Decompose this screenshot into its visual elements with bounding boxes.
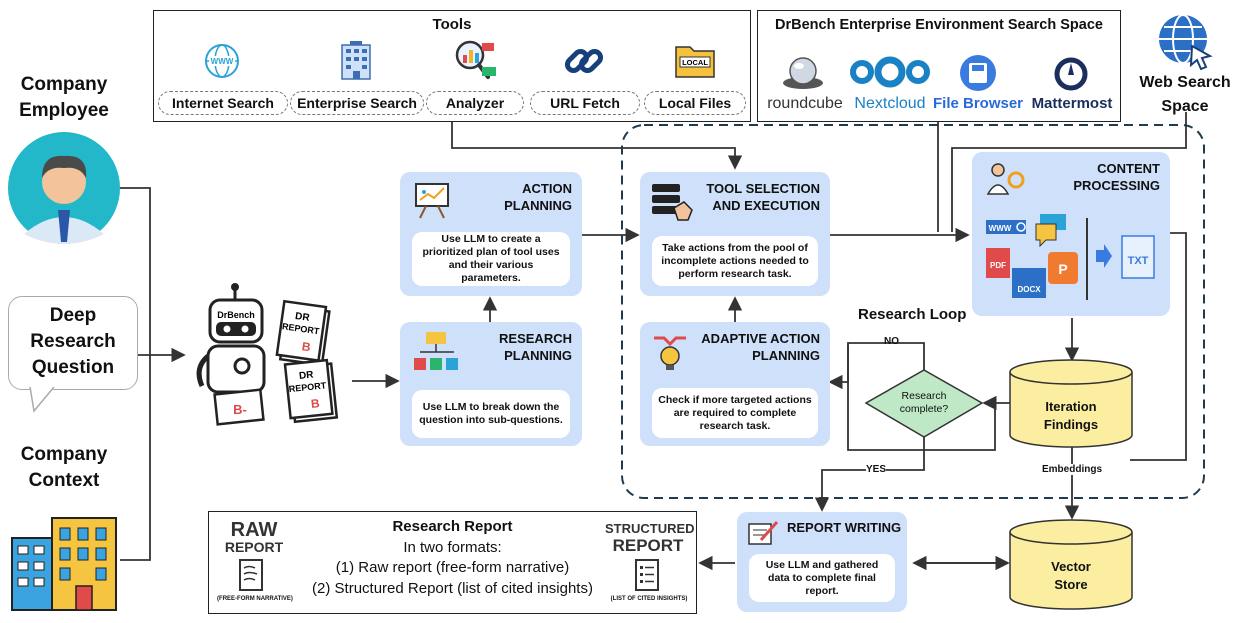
raw-report-caption: (FREE-FORM NARRATIVE) (217, 596, 293, 602)
svg-text:DOCX: DOCX (1017, 285, 1041, 294)
file-browser-logo-icon (960, 55, 996, 91)
report-line-1: (1) Raw report (free-form narrative) (335, 559, 570, 576)
tool-local-files[interactable]: Local Files (644, 91, 746, 115)
embeddings-label: Embeddings (1042, 464, 1103, 475)
brand-nextcloud: Nextcloud (854, 95, 926, 112)
tool-analyzer[interactable]: Analyzer (426, 91, 524, 115)
report-writing-stage: REPORT WRITING Use LLM and gathered data… (737, 512, 907, 612)
enterprise-title: DrBench Enterprise Environment Search Sp… (775, 17, 1103, 33)
svg-text:REPORT: REPORT (288, 380, 327, 394)
web-search-label: Web Search Space (1139, 74, 1231, 115)
roundcube-logo-icon (783, 57, 823, 89)
building-icon (341, 41, 371, 80)
globe-www-icon: WWW (205, 44, 239, 78)
no-label: NO (884, 336, 899, 347)
txt-file-icon: TXT (1096, 235, 1155, 279)
presentation-board-icon (415, 183, 449, 219)
tool-selection-desc: Take actions from the pool of incomplete… (652, 236, 818, 286)
company-building-icon (11, 517, 117, 611)
svg-text:LOCAL: LOCAL (682, 58, 708, 67)
decision-diamond (864, 369, 984, 438)
magnifier-chart-icon (455, 40, 496, 79)
svg-text:WWW: WWW (211, 57, 234, 66)
report-title: Research Report (392, 518, 513, 535)
vector-store-cylinder (1009, 519, 1133, 610)
hierarchy-chart-icon (414, 332, 458, 370)
local-folder-icon: LOCAL (675, 46, 715, 78)
server-hand-icon (652, 184, 693, 221)
employee-connector (120, 187, 151, 561)
svg-text:B: B (310, 396, 320, 411)
structured-report-caption: (LIST OF CITED INSIGHTS) (610, 596, 688, 602)
svg-text:DrBench: DrBench (217, 310, 255, 320)
report-line-2: (2) Structured Report (list of cited ins… (312, 580, 593, 597)
research-loop-boundary (621, 124, 1205, 499)
svg-text:DR: DR (294, 311, 311, 324)
brand-roundcube: roundcube (767, 95, 843, 112)
file-types-icon: WWW PDF DOCX P (986, 214, 1078, 298)
research-loop-label: Research Loop (858, 306, 967, 323)
enterprise-panel: DrBench Enterprise Environment Search Sp… (757, 10, 1121, 122)
svg-text:B-: B- (233, 402, 247, 417)
report-writing-desc: Use LLM and gathered data to complete fi… (749, 554, 895, 602)
svg-text:WWW: WWW (989, 224, 1012, 233)
tool-url-fetch[interactable]: URL Fetch (530, 91, 640, 115)
brand-file-browser: File Browser (932, 95, 1024, 112)
brand-mattermost: Mattermost (1031, 95, 1113, 112)
tools-title: Tools (432, 16, 472, 33)
bubble-tail (29, 387, 55, 413)
action-planning-desc: Use LLM to create a prioritized plan of … (412, 232, 570, 286)
adaptive-planning-desc: Check if more targeted actions are requi… (652, 388, 818, 438)
svg-text:TXT: TXT (1128, 255, 1149, 267)
raw-report-icon (239, 559, 263, 591)
report-subtitle: In two formats: (403, 539, 502, 556)
tool-internet-search[interactable]: Internet Search (158, 91, 288, 115)
report-writing-icon (748, 521, 779, 545)
svg-text:P: P (1058, 261, 1067, 277)
svg-text:DR: DR (299, 369, 315, 382)
mattermost-logo-icon (1054, 57, 1088, 91)
web-globe-cursor-icon (1159, 14, 1213, 70)
tools-panel: Tools WWW LOCAL Internet Search Enterpri… (153, 10, 751, 122)
svg-text:B: B (301, 339, 312, 354)
iteration-findings-cylinder (1009, 359, 1133, 448)
worker-gear-icon (986, 163, 1025, 195)
chain-link-icon (564, 48, 604, 74)
report-writing-title: REPORT WRITING (787, 520, 902, 535)
content-divider (1086, 218, 1088, 300)
nextcloud-logo-icon (850, 56, 930, 88)
svg-text:PDF: PDF (990, 261, 1006, 270)
drbench-robot: DrBench B- DR REPORT B DR REPORT B (196, 283, 339, 426)
yes-label: YES (866, 464, 887, 475)
employee-avatar (8, 132, 120, 244)
research-planning-desc: Use LLM to break down the question into … (412, 390, 570, 438)
lightbulb-decision-icon (654, 336, 686, 370)
structured-report-icon (635, 559, 659, 591)
tool-enterprise-search[interactable]: Enterprise Search (290, 91, 424, 115)
